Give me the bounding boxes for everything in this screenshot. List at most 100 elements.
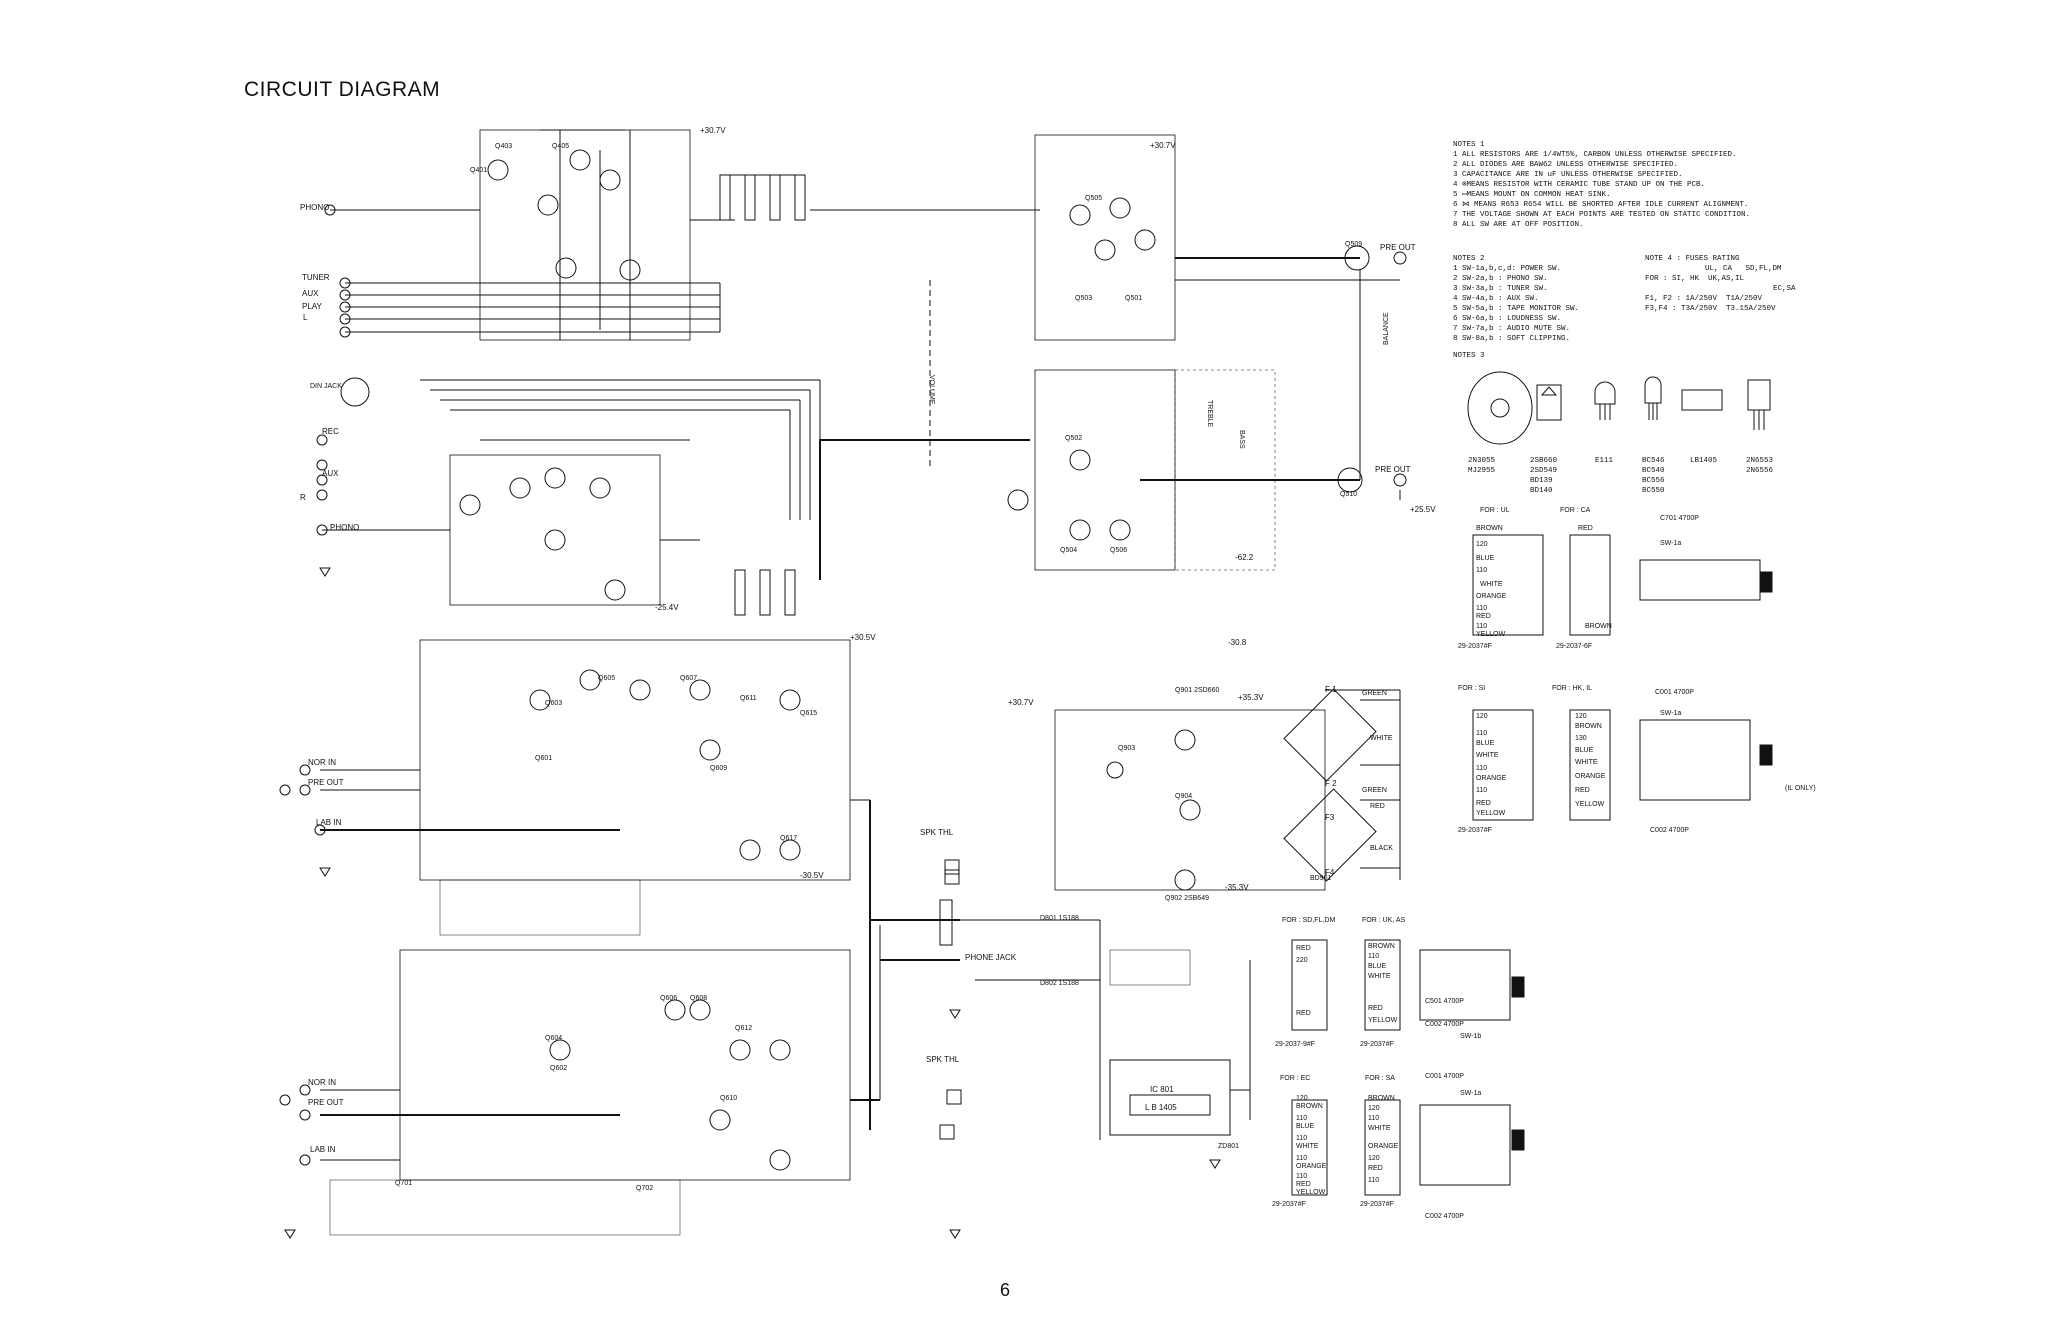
comp-q610: Q610 <box>720 1095 737 1102</box>
svg-text:ORANGE: ORANGE <box>1368 1143 1399 1150</box>
to92-package-icon <box>1644 376 1662 404</box>
svg-text:ORANGE: ORANGE <box>1476 593 1507 600</box>
svg-text:WHITE: WHITE <box>1368 973 1391 980</box>
comp-q401: Q401 <box>470 167 487 174</box>
svg-text:WHITE: WHITE <box>1296 1143 1319 1150</box>
comp-q501: Q501 <box>1125 295 1142 302</box>
note-1-item: 7 THE VOLTAGE SHOWN AT EACH POINTS ARE T… <box>1453 211 1751 219</box>
comp-q904: Q904 <box>1175 793 1192 800</box>
comp-q603: Q603 <box>545 700 562 707</box>
svg-text:120: 120 <box>1476 541 1488 548</box>
notes-1-heading: NOTES 1 <box>1453 141 1485 149</box>
svg-text:110: 110 <box>1476 787 1487 794</box>
pkg-dip-parts: LB1405 <box>1690 457 1718 465</box>
comp-q509: Q509 <box>1345 241 1362 248</box>
comp-zd801: ZD801 <box>1218 1143 1239 1150</box>
label-spk-l: SPK THL <box>920 828 954 837</box>
fuse-for: FOR : SI, HK <box>1645 275 1700 283</box>
svg-text:RED: RED <box>1578 525 1593 532</box>
label-pre-out-mid: PRE OUT <box>1375 465 1411 474</box>
label-volume: VOLUME <box>928 375 935 405</box>
fuse-col1: UL, CA <box>1705 265 1733 273</box>
notes-4-heading: NOTE 4 : FUSES RATING <box>1645 255 1740 263</box>
svg-text:110: 110 <box>1476 765 1487 772</box>
ecb-package-icon <box>1536 384 1562 421</box>
svg-text:130: 130 <box>1575 735 1587 742</box>
label-bass: BASS <box>1238 430 1245 449</box>
svg-text:110: 110 <box>1368 1115 1379 1122</box>
note-2-item: 7 SW-7a,b : AUDIO MUTE SW. <box>1453 325 1571 333</box>
comp-q505: Q505 <box>1085 195 1102 202</box>
fuse-col4: EC,SA <box>1773 285 1796 293</box>
svg-text:RED: RED <box>1575 787 1590 794</box>
e111-package-icon <box>1594 381 1616 405</box>
label-phone-jack: PHONE JACK <box>965 953 1017 962</box>
tr-ul-label: FOR : UL <box>1480 507 1510 514</box>
comp-ic801: IC 801 <box>1150 1085 1174 1094</box>
notes-4: NOTE 4 : FUSES RATING UL, CA SD,FL,DM FO… <box>1645 254 1845 314</box>
svg-text:ORANGE: ORANGE <box>1296 1163 1327 1170</box>
notes-2: NOTES 2 1 SW-1a,b,c,d: POWER SW. 2 SW-2a… <box>1453 254 1633 344</box>
svg-text:110: 110 <box>1296 1115 1307 1122</box>
v-307-ps: +30.7V <box>1008 698 1034 707</box>
tr-ec-code: 29-2037#F <box>1272 1201 1306 1208</box>
comp-q506: Q506 <box>1110 547 1127 554</box>
ground-symbols <box>284 567 1221 1239</box>
note-1-item: 6 ⋈ MEANS R653 R654 WILL BE SHORTED AFTE… <box>1453 201 1749 209</box>
svg-text:YELLOW: YELLOW <box>1368 1017 1398 1024</box>
label-pre-out-top: PRE OUT <box>1380 243 1416 252</box>
notes-2-heading: NOTES 2 <box>1453 255 1485 263</box>
comp-q605: Q605 <box>598 675 615 682</box>
svg-text:110: 110 <box>1476 623 1487 630</box>
label-treble: TREBLE <box>1206 400 1213 428</box>
power-amp-left <box>279 639 871 1130</box>
comp-lb1405: L B 1405 <box>1145 1103 1177 1112</box>
fuse-col2: SD,FL,DM <box>1745 265 1782 273</box>
fuse-f1f2b: T1A/250V <box>1726 295 1763 303</box>
power-supply <box>1054 688 1401 891</box>
svg-text:(IL ONLY): (IL ONLY) <box>1785 785 1816 792</box>
notes-1: NOTES 1 1 ALL RESISTORS ARE 1/4WT5%, CAR… <box>1453 140 1783 230</box>
v-353: +35.3V <box>1238 693 1264 702</box>
svg-text:YELLOW: YELLOW <box>1476 810 1506 817</box>
tr-ca-code: 29-2037-6F <box>1556 643 1592 650</box>
svg-text:YELLOW: YELLOW <box>1575 801 1605 808</box>
svg-text:110: 110 <box>1296 1135 1307 1142</box>
svg-text:110: 110 <box>1368 1177 1379 1184</box>
svg-text:C001 4700P: C001 4700P <box>1425 1073 1464 1080</box>
svg-text:C002 4700P: C002 4700P <box>1425 1213 1464 1220</box>
transformer-wiring <box>1291 534 1761 1196</box>
note-1-item: 5 ▭MEANS MOUNT ON COMMON HEAT SINK. <box>1453 191 1611 199</box>
comp-q504: Q504 <box>1060 547 1077 554</box>
comp-q617: Q617 <box>780 835 797 842</box>
label-nor-in-l: NOR IN <box>308 758 336 767</box>
comp-q405: Q405 <box>552 143 569 150</box>
comp-bd901: BD901 <box>1310 875 1332 882</box>
svg-text:120: 120 <box>1575 713 1587 720</box>
wire-green-1: GREEN <box>1362 690 1387 697</box>
pkg-to92-parts: BC546 BC540 BC556 BC550 <box>1642 457 1665 495</box>
transformer-labels: FOR : UL 29-2037#F BROWN 120 BLUE 110 WH… <box>1272 507 1816 1220</box>
note-2-item: 6 SW-6a,b : LOUDNESS SW. <box>1453 315 1562 323</box>
label-l: L <box>303 313 308 322</box>
svg-text:110: 110 <box>1296 1173 1307 1180</box>
v-307-top: +30.7V <box>700 126 726 135</box>
comp-q902: Q902 2SB649 <box>1165 895 1209 902</box>
comp-q608: Q608 <box>690 995 707 1002</box>
tone-control-right <box>1007 369 1407 571</box>
comp-q611: Q611 <box>740 695 757 702</box>
protection-ic <box>975 919 1251 1140</box>
soft-clipping-right <box>329 1179 681 1236</box>
svg-text:BLUE: BLUE <box>1296 1123 1315 1130</box>
v-305n: -30.5V <box>800 871 824 880</box>
svg-text:BROWN: BROWN <box>1368 1095 1395 1102</box>
tr-ul-code: 29-2037#F <box>1458 643 1492 650</box>
svg-text:BLUE: BLUE <box>1368 963 1387 970</box>
svg-text:RED: RED <box>1476 800 1491 807</box>
package-outlines <box>1467 371 1771 445</box>
tr-hk-label: FOR : HK, IL <box>1552 685 1592 692</box>
svg-text:RED: RED <box>1476 613 1491 620</box>
tr-sd-code: 29-2037-9#F <box>1275 1041 1315 1048</box>
comp-q510: Q510 <box>1340 491 1357 498</box>
